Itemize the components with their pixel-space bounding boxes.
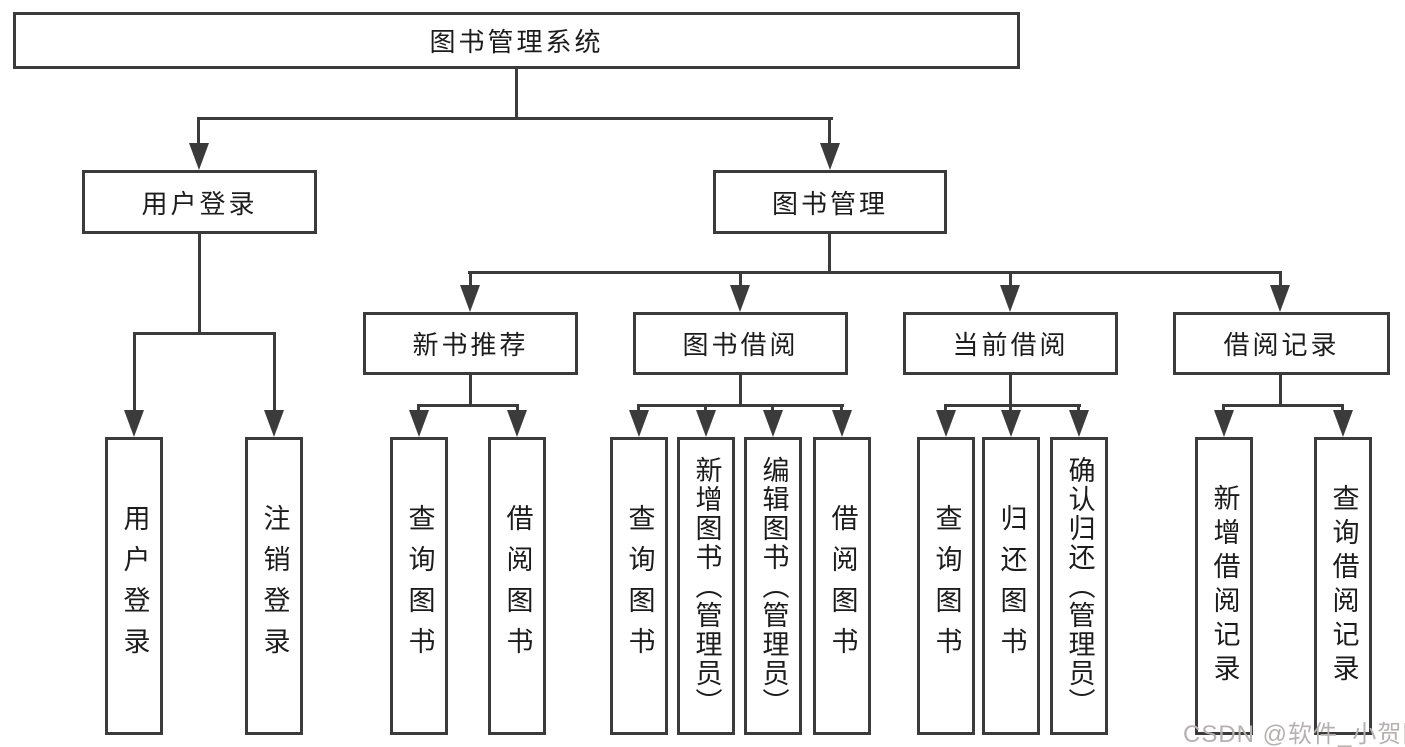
node-book-borrow-label: 图书借阅 (682, 330, 799, 360)
node-book-borrow: 图书借阅 (633, 312, 848, 375)
node-current-borrow-label: 当前借阅 (952, 330, 1069, 360)
connector-drop-user (197, 117, 200, 149)
connector-drop-book (828, 117, 831, 149)
leaf-current-return: 归还图书 (982, 437, 1040, 735)
leaf-borrow-add-admin: 新增图书（管理员） (677, 437, 735, 735)
connector-drop-logout (273, 332, 276, 416)
leaf-current-query-label: 查询图书 (931, 504, 962, 668)
csdn-watermark: CSDN @软件_小贺同学 (1183, 721, 1405, 747)
node-new-book-recommend-label: 新书推荐 (412, 330, 529, 360)
connector-user-stem (198, 234, 201, 335)
arrow-down-icon (820, 143, 840, 170)
leaf-record-add: 新增借阅记录 (1195, 437, 1253, 735)
leaf-current-confirm-admin-label: 确认归还（管理员） (1064, 455, 1095, 717)
node-book-management-label: 图书管理 (771, 188, 888, 219)
connector-recordsgrp-stem (1279, 375, 1282, 407)
arrow-down-icon (189, 143, 209, 170)
leaf-borrow-borrow: 借阅图书 (813, 437, 871, 735)
connector-root-hbar (197, 117, 833, 120)
leaf-record-add-label: 新增借阅记录 (1209, 484, 1240, 688)
arrow-down-icon (936, 410, 956, 437)
leaf-newbook-query: 查询图书 (390, 437, 448, 735)
arrow-down-icon (1069, 410, 1089, 437)
leaf-user-logout-label: 注销登录 (259, 504, 290, 668)
arrow-down-icon (1333, 410, 1353, 437)
leaf-borrow-query-label: 查询图书 (624, 504, 655, 668)
connector-recordsgrp-hbar (1222, 404, 1344, 407)
connector-bookmgmt-stem (828, 234, 831, 274)
connector-root-stem (515, 68, 518, 120)
leaf-current-confirm-admin: 确认归还（管理员） (1050, 437, 1108, 735)
node-book-management: 图书管理 (713, 170, 947, 234)
connector-drop-borrow (739, 271, 742, 291)
leaf-current-query: 查询图书 (917, 437, 975, 735)
node-new-book-recommend: 新书推荐 (363, 312, 578, 375)
leaf-user-login-label: 用户登录 (119, 504, 150, 668)
connector-drop-current (1009, 271, 1012, 291)
connector-currentgrp-hbar (944, 404, 1081, 407)
leaf-user-logout: 注销登录 (245, 437, 303, 735)
arrow-down-icon (763, 410, 783, 437)
arrow-down-icon (1214, 410, 1234, 437)
node-borrow-records-label: 借阅记录 (1223, 330, 1340, 360)
connector-borrowgrp-hbar (637, 404, 844, 407)
arrow-down-icon (1001, 410, 1021, 437)
node-user-login: 用户登录 (82, 170, 317, 234)
leaf-record-query: 查询借阅记录 (1314, 437, 1372, 735)
node-root: 图书管理系统 (13, 12, 1020, 69)
node-user-login-label: 用户登录 (141, 188, 258, 219)
leaf-current-return-label: 归还图书 (996, 504, 1027, 668)
arrow-down-icon (124, 410, 144, 437)
connector-borrowgrp-stem (739, 375, 742, 407)
leaf-record-query-label: 查询借阅记录 (1328, 484, 1359, 688)
connector-newbook-stem (469, 375, 472, 407)
leaf-borrow-edit-admin-label: 编辑图书（管理员） (758, 455, 789, 717)
arrow-down-icon (832, 410, 852, 437)
arrow-down-icon (730, 285, 750, 312)
node-current-borrow: 当前借阅 (903, 312, 1118, 375)
leaf-newbook-query-label: 查询图书 (404, 504, 435, 668)
arrow-down-icon (629, 410, 649, 437)
leaf-newbook-borrow-label: 借阅图书 (502, 504, 533, 668)
arrow-down-icon (460, 285, 480, 312)
arrow-down-icon (1000, 285, 1020, 312)
connector-user-hbar (133, 332, 276, 335)
connector-drop-newbook (469, 271, 472, 291)
leaf-borrow-query: 查询图书 (610, 437, 668, 735)
connector-drop-login (133, 332, 136, 416)
arrow-down-icon (696, 410, 716, 437)
connector-currentgrp-stem (1009, 375, 1012, 407)
arrow-down-icon (507, 410, 527, 437)
connector-drop-records (1279, 271, 1282, 291)
connector-newbook-hbar (417, 404, 519, 407)
leaf-borrow-borrow-label: 借阅图书 (827, 504, 858, 668)
node-root-label: 图书管理系统 (429, 27, 604, 57)
arrow-down-icon (409, 410, 429, 437)
node-borrow-records: 借阅记录 (1173, 312, 1390, 375)
leaf-user-login: 用户登录 (105, 437, 163, 735)
leaf-newbook-borrow: 借阅图书 (488, 437, 546, 735)
leaf-borrow-edit-admin: 编辑图书（管理员） (744, 437, 802, 735)
connector-bookmgmt-hbar (468, 271, 1282, 274)
arrow-down-icon (1270, 285, 1290, 312)
arrow-down-icon (264, 410, 284, 437)
leaf-borrow-add-admin-label: 新增图书（管理员） (691, 455, 722, 717)
